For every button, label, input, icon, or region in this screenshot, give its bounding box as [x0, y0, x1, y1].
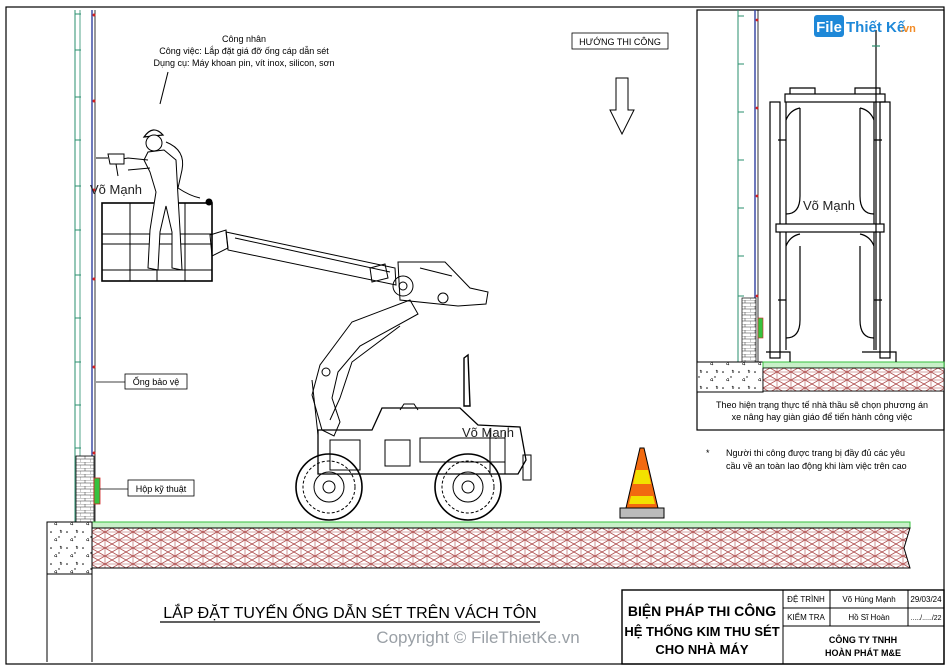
steel-wall	[74, 10, 101, 523]
ground	[46, 521, 911, 662]
worker-task: Công việc: Lắp đặt giá đỡ ống cáp dẫn sé…	[159, 46, 329, 56]
direction-arrow-icon	[609, 77, 635, 136]
tech-box	[93, 477, 101, 505]
option-note-line-1: Theo hiện trạng thực tế nhà thầu sẽ chọn…	[716, 400, 928, 410]
company-line-1: CÔNG TY TNHH	[829, 634, 897, 645]
check-label: KIỂM TRA	[787, 613, 825, 622]
protective-pipe-label: Ống bảo vệ	[133, 376, 180, 387]
company-line-2: HOÀN PHÁT M&E	[825, 648, 901, 658]
inset-detail	[696, 9, 945, 431]
logo-file: File	[816, 19, 842, 36]
pipe-brackets	[75, 13, 81, 449]
title-block	[621, 589, 945, 665]
safety-note-line-1: Người thi công được trang bị đầy đủ các …	[726, 448, 905, 458]
wheel-rear	[434, 453, 502, 521]
safety-bullet: *	[706, 448, 710, 458]
safety-note-line-2: cầu về an toàn lao động khi làm việc trê…	[726, 461, 907, 471]
helmet-icon	[142, 129, 165, 138]
title-line-1: BIỆN PHÁP THI CÔNG	[628, 602, 776, 619]
watermark-name-2: Võ Mạnh	[803, 198, 855, 213]
logo-rest: Thiết Kế	[846, 19, 906, 36]
boom-lift	[101, 198, 532, 521]
copyright-watermark: Copyright © FileThietKe.vn	[376, 628, 579, 647]
scaffold	[766, 30, 897, 362]
drawing-title: LẮP ĐẶT TUYẾN ỐNG DẪN SÉT TRÊN VÁCH TÔN	[163, 602, 536, 622]
worker	[96, 129, 201, 271]
drill-icon	[107, 153, 125, 177]
callout-tech-box: Hộp kỹ thuật	[100, 479, 195, 497]
traffic-cone-icon	[619, 447, 665, 519]
submit-label: ĐỆ TRÌNH	[787, 595, 825, 604]
worker-tools: Dụng cụ: Máy khoan pin, vít inox, silico…	[154, 58, 335, 68]
direction-label: HƯỚNG THI CÔNG	[579, 37, 661, 47]
title-line-3: CHO NHÀ MÁY	[655, 642, 748, 657]
check-name: Hồ Sĩ Hoàn	[848, 613, 889, 622]
callout-direction: HƯỚNG THI CÔNG	[571, 32, 669, 50]
watermark-name-3: Võ Mạnh	[462, 425, 514, 440]
option-note-line-2: xe nâng hay giàn giáo để tiến hành công …	[732, 412, 913, 422]
logo-domain: .vn	[900, 23, 916, 35]
tech-box-label: Hộp kỹ thuật	[136, 484, 187, 494]
callout-protective-pipe: Ống bảo vệ	[96, 373, 188, 390]
filethietke-logo: File Thiết Kế .vn	[814, 15, 916, 37]
callout-worker: Công nhân Công việc: Lắp đặt giá đỡ ống …	[154, 34, 335, 105]
wheel-front	[295, 453, 363, 521]
check-date: ...../...../22	[910, 615, 941, 622]
submit-date: 29/03/24	[910, 595, 942, 604]
title-line-2: HỆ THỐNG KIM THU SÉT	[624, 624, 779, 639]
worker-title: Công nhân	[222, 34, 266, 44]
watermark-name-1: Võ Mạnh	[90, 182, 142, 197]
submit-name: Võ Hùng Mạnh	[842, 595, 895, 604]
